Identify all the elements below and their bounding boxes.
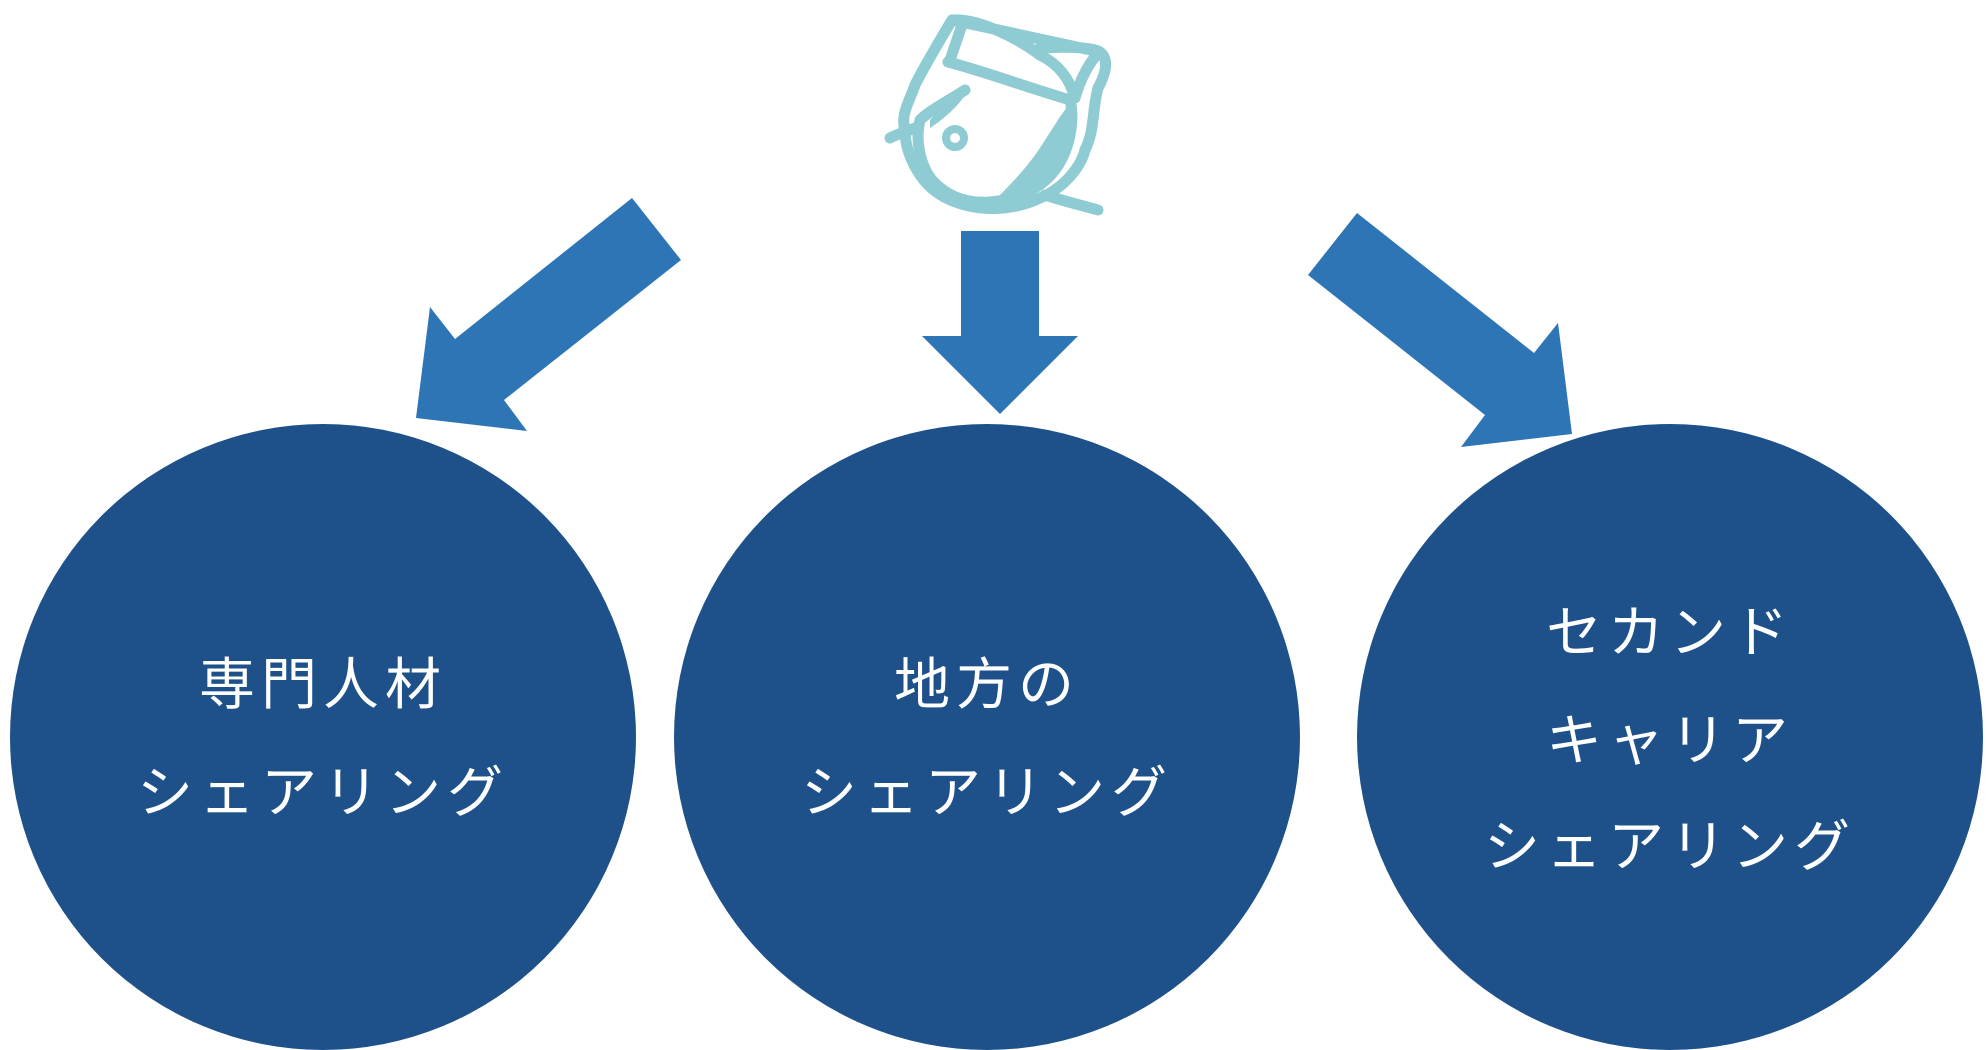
circle-specialist-line-2: シェアリング — [137, 761, 509, 826]
circle-regional-line-2: シェアリング — [801, 761, 1173, 826]
circle-second-career: セカンド キャリア シェアリング — [1357, 424, 1983, 1050]
circle-specialist-line-1: 専門人材 — [199, 653, 447, 718]
circle-second-career-line-3: シェアリング — [1484, 815, 1856, 880]
mascot-eye — [942, 125, 968, 151]
circle-regional: 地方の シェアリング — [674, 424, 1300, 1050]
circle-regional-line-1: 地方の — [894, 653, 1080, 718]
mascot-shading — [995, 102, 1074, 200]
mascot-icon — [884, 14, 1112, 216]
circle-specialist: 専門人材 シェアリング — [10, 424, 636, 1050]
mascot-shading-left — [930, 90, 968, 128]
circle-second-career-line-2: キャリア — [1546, 709, 1794, 774]
arrow-down-right — [1308, 213, 1572, 447]
arrow-down — [922, 231, 1078, 414]
circle-second-career-line-1: セカンド — [1546, 601, 1794, 666]
arrow-down-left — [416, 198, 681, 431]
